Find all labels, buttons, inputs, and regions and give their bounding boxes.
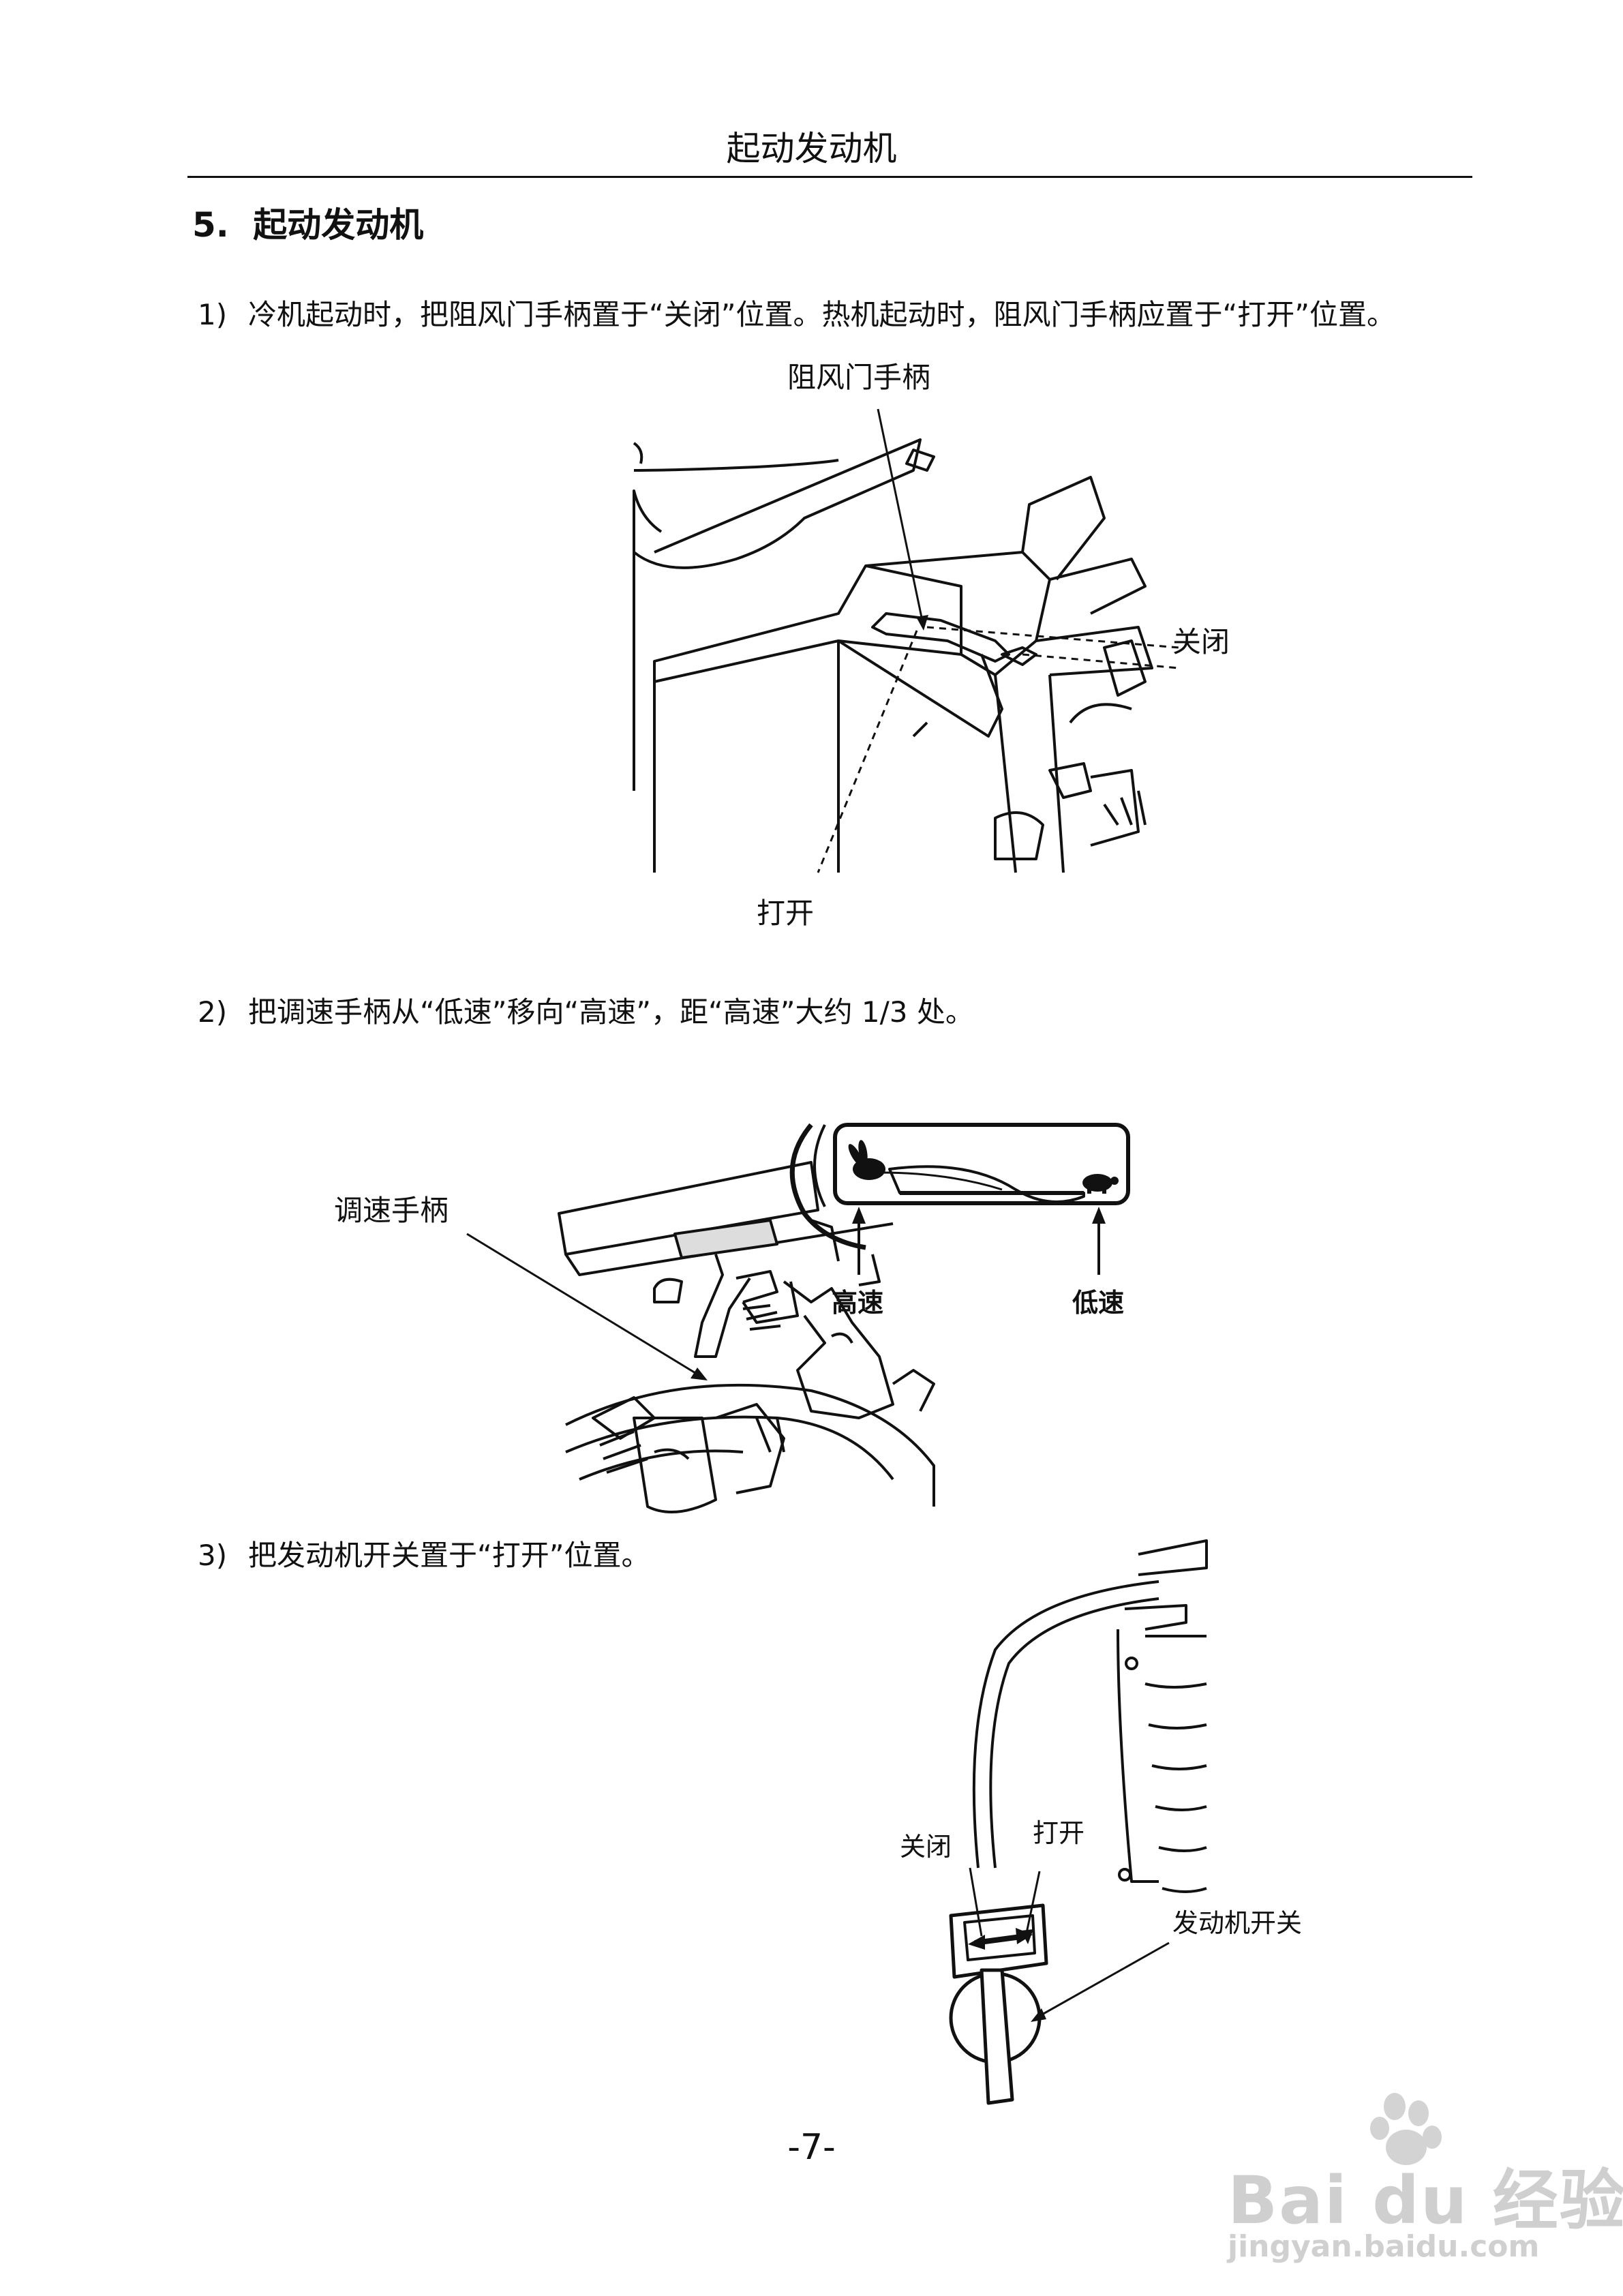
throttle-high-label: 高速 <box>832 1288 884 1318</box>
throttle-illustration <box>466 1123 1130 1513</box>
header-rule <box>187 176 1472 178</box>
rabbit-icon <box>848 1140 885 1180</box>
section-title: 5. 起动发动机 <box>192 198 423 247</box>
baidu-watermark: Bai du 经验 jingyan.baidu.com <box>1228 2086 1623 2264</box>
step-1: 1) 冷机起动时，把阻风门手柄置于“关闭”位置。热机起动时，阻风门手柄应置于“打… <box>198 293 1493 382</box>
step-text: 冷机起动时，把阻风门手柄置于“关闭”位置。热机起动时，阻风门手柄应置于“打开”位… <box>248 298 1396 331</box>
choke-lever-label: 阻风门手柄 <box>787 361 931 394</box>
watermark-brand: Bai du 经验 <box>1228 2162 1623 2239</box>
step-text: 把发动机开关置于“打开”位置。 <box>248 1539 650 1572</box>
switch-open-label: 打开 <box>1033 1818 1085 1848</box>
section-number: 5. <box>192 205 229 245</box>
throttle-lever-label: 调速手柄 <box>334 1194 449 1227</box>
choke-illustration <box>633 408 1180 873</box>
choke-figure: 阻风门手柄 关闭 打开 <box>613 354 1295 948</box>
step-2: 2) 把调速手柄从“低速”移向“高速”，距“高速”大约 1/3 处。 <box>198 991 1493 1038</box>
page-number: -7- <box>787 2127 836 2168</box>
choke-closed-label: 关闭 <box>1172 625 1230 659</box>
engine-switch-illustration <box>949 1539 1208 2105</box>
throttle-low-label: 低速 <box>1072 1288 1125 1318</box>
turtle-icon <box>1082 1174 1119 1194</box>
switch-closed-label: 关闭 <box>900 1832 952 1862</box>
choke-open-label: 打开 <box>757 896 815 930</box>
step-number: 2) <box>198 995 228 1029</box>
step-number: 1) <box>198 298 228 331</box>
section-title-text: 起动发动机 <box>253 205 424 245</box>
step-3: 3) 把发动机开关置于“打开”位置。 <box>198 1534 1493 1582</box>
engine-switch-figure: 关闭 打开 发动机开关 <box>900 1527 1377 2127</box>
running-header: 起动发动机 <box>726 129 897 168</box>
engine-switch-label: 发动机开关 <box>1172 1908 1303 1938</box>
watermark-url: jingyan.baidu.com <box>1228 2229 1540 2264</box>
throttle-figure: 调速手柄 高速 低速 <box>334 1098 1152 1520</box>
step-number: 3) <box>198 1539 228 1572</box>
paw-icon <box>1370 2093 1442 2165</box>
step-text: 把调速手柄从“低速”移向“高速”，距“高速”大约 1/3 处。 <box>248 995 974 1029</box>
